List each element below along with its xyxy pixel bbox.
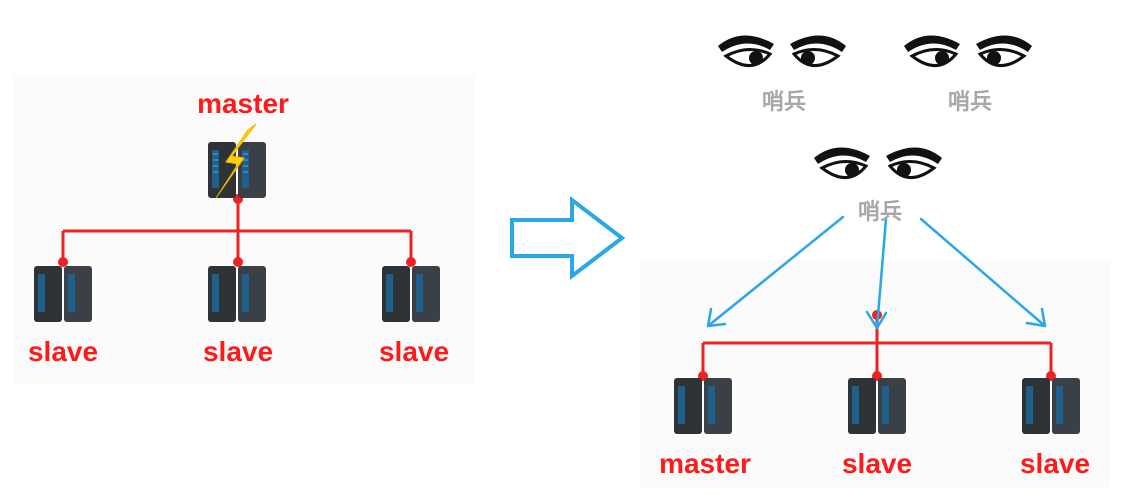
slave-port-dot	[233, 257, 243, 267]
sentinel-eyes-icon	[718, 35, 846, 67]
server-icon	[382, 266, 440, 322]
sentinel-eyes-icon	[904, 35, 1032, 67]
monitor-arrow-master	[706, 215, 845, 328]
sentinel-label-3: 哨兵	[857, 200, 903, 225]
server-icon	[208, 142, 266, 198]
server-icon	[848, 378, 906, 434]
left-slave-label-3: slave	[378, 336, 450, 367]
sentinel-arrows	[706, 215, 1047, 330]
left-master-label: master	[197, 88, 289, 119]
sentinel-label-1: 哨兵	[761, 90, 807, 115]
lightning-icon	[215, 123, 257, 199]
sentinel-label-2: 哨兵	[947, 90, 993, 115]
right-master-label: master	[659, 448, 751, 479]
left-topology-lines	[61, 198, 413, 262]
server-icon	[208, 266, 266, 322]
arrow-head	[865, 310, 888, 330]
monitor-arrow-slave-1	[875, 217, 888, 330]
sentinel-eyes-icon	[814, 147, 942, 179]
server-icon	[34, 266, 92, 322]
left-slave-label-2: slave	[202, 336, 274, 367]
arrow-head	[1025, 307, 1047, 328]
left-topology-dots	[58, 194, 416, 267]
server-icon	[674, 378, 732, 434]
monitor-arrow-slave-2	[919, 217, 1047, 328]
right-slave-label-1: slave	[841, 448, 913, 479]
arrow-head	[706, 307, 727, 328]
server-icon	[1022, 378, 1080, 434]
slave-port-dot	[406, 257, 416, 267]
slave-port-dot	[58, 257, 68, 267]
transition-arrow	[510, 195, 626, 281]
left-slave-label-1: slave	[27, 336, 99, 367]
right-slave-label-2: slave	[1019, 448, 1091, 479]
